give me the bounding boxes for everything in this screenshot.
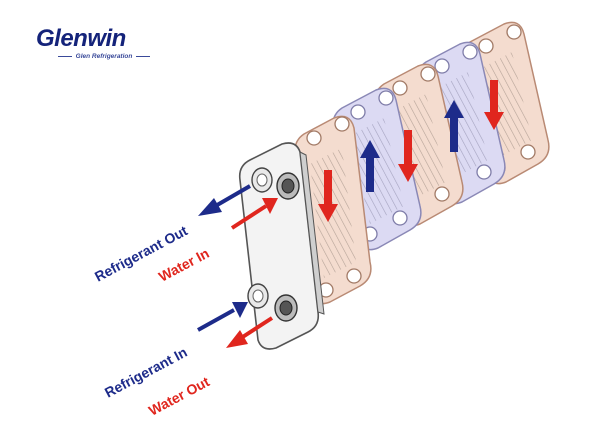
port-refrigerant-out <box>251 167 273 193</box>
water-in-arrow <box>230 198 278 230</box>
refrigerant-in-arrow <box>197 302 248 332</box>
brand-logo: Glenwin Glen Refrigeration <box>36 26 160 66</box>
flow-arrow-up-plate-5 <box>444 100 464 152</box>
port-refrigerant-in <box>247 283 269 309</box>
brand-name: Glenwin <box>36 25 126 52</box>
brand-tagline: Glen Refrigeration <box>48 53 160 61</box>
flow-arrow-up-plate-3 <box>360 140 380 192</box>
port-water-out <box>274 294 298 322</box>
flow-arrow-down-plate-2 <box>318 170 338 222</box>
label-water-in: Water In <box>156 245 212 285</box>
water-out-arrow <box>226 316 274 348</box>
refrigerant-out-arrow <box>198 184 252 216</box>
port-water-in <box>276 172 300 200</box>
flow-arrow-down-plate-6 <box>484 80 504 130</box>
flow-arrow-down-plate-4 <box>398 130 418 182</box>
label-water-out: Water Out <box>146 373 212 418</box>
